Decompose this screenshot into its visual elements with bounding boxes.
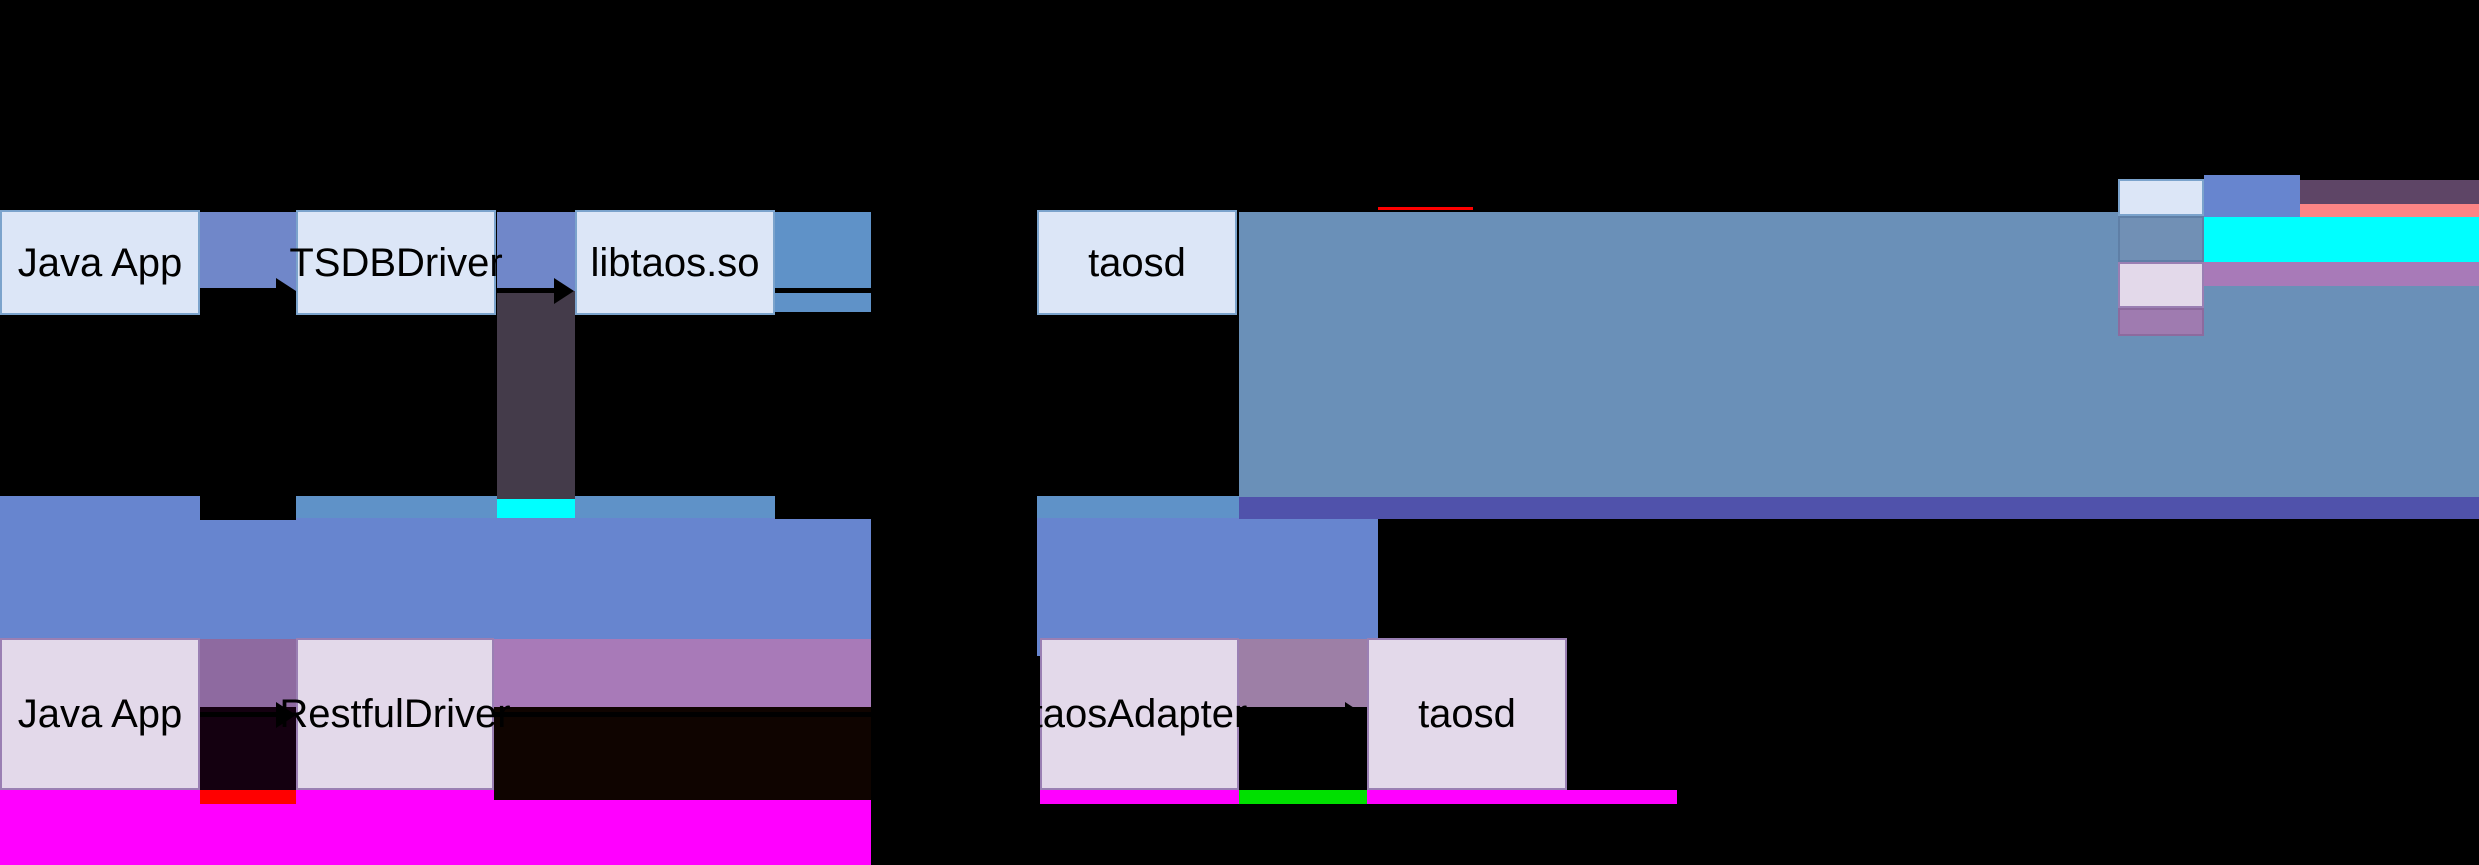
accent-magenta-right-2 — [1367, 790, 1677, 804]
accent-magenta-right-1 — [1040, 790, 1239, 804]
band-connector-native-3 — [775, 212, 871, 312]
accent-green-right — [1239, 790, 1367, 804]
occlusion-native-2 — [775, 312, 871, 519]
node-taosadapter[interactable]: taosAdapter — [1032, 638, 1247, 790]
arrow-head-java-to-tsdbdriver — [276, 278, 296, 304]
arrow-head-restfuldriver-to-taosadapter — [1018, 702, 1038, 728]
arrow-line-libtaos-to-taosd — [775, 288, 1015, 293]
node-java-app-rest[interactable]: Java App — [0, 638, 200, 790]
band-connector-native-2 — [497, 212, 575, 291]
legend-swatch-3 — [2118, 262, 2204, 308]
band-dark-native-1 — [497, 291, 575, 499]
arrow-head-javarest-to-restfuldriver — [276, 702, 296, 728]
legend-accent-blue — [2204, 175, 2300, 217]
legend-swatch-1 — [2118, 179, 2204, 216]
band-rest-plum-1 — [200, 639, 296, 707]
accent-red-rule — [1378, 207, 1473, 210]
band-connector-native-1 — [200, 212, 296, 291]
occlusion-gap — [871, 210, 1037, 865]
occlusion-native-1 — [200, 291, 296, 520]
node-taosd-native[interactable]: taosd — [1037, 210, 1237, 315]
legend — [2112, 175, 2479, 340]
arrow-line-taosadapter-to-taosdrest — [1239, 712, 1345, 717]
band-rest-plum-2 — [1239, 639, 1367, 707]
arrow-head-libtaos-to-taosd — [1015, 278, 1035, 304]
accent-red-strip — [200, 790, 296, 804]
legend-swatch-2 — [2118, 216, 2204, 262]
node-taosd-rest[interactable]: taosd — [1367, 638, 1567, 790]
accent-magenta-strip-left — [0, 790, 200, 804]
occlusion-rest-2 — [494, 707, 871, 800]
band-strip-steel-2 — [1037, 496, 1239, 518]
node-tsdbdriver[interactable]: TSDBDriver — [289, 210, 503, 315]
arrow-line-java-to-tsdbdriver — [200, 288, 276, 293]
accent-magenta-strip-mid — [296, 790, 494, 804]
band-middle-cornflower — [0, 511, 1378, 656]
legend-accent-cyan — [2204, 217, 2479, 262]
legend-accent-orchid — [2204, 262, 2479, 286]
arrow-head-tsdbdriver-to-libtaos — [554, 278, 574, 304]
legend-swatch-4 — [2118, 308, 2204, 336]
node-java-app-native[interactable]: Java App — [0, 210, 200, 315]
accent-magenta-bottom — [0, 800, 871, 865]
band-rest-orchid-wide — [494, 639, 871, 707]
band-right-indigo — [1239, 497, 2479, 519]
node-libtaos-so[interactable]: libtaos.so — [575, 210, 775, 315]
arrow-line-restfuldriver-to-taosadapter — [494, 712, 1018, 717]
arrow-line-javarest-to-restfuldriver — [200, 712, 276, 717]
band-strip-steel-1 — [295, 496, 875, 518]
arrow-line-tsdbdriver-to-libtaos — [496, 288, 554, 293]
arrow-head-taosadapter-to-taosdrest — [1345, 702, 1365, 728]
node-restfuldriver[interactable]: RestfulDriver — [279, 638, 511, 790]
accent-cyan-native — [497, 496, 575, 518]
